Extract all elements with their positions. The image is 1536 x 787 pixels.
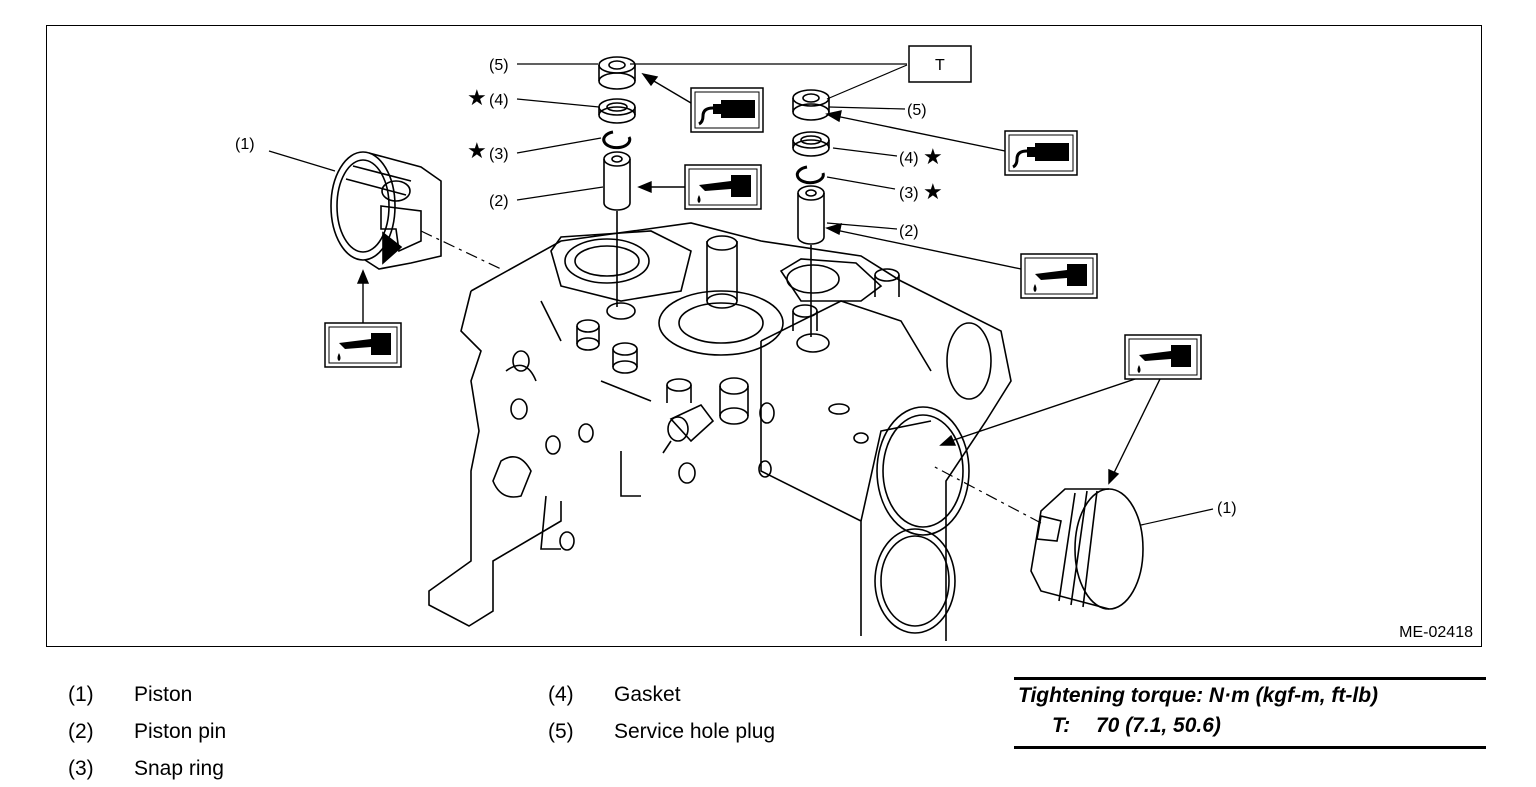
legend-text: Snap ring <box>134 757 224 780</box>
legend-text: Gasket <box>614 683 681 706</box>
callout-gasket-left: (4) <box>489 92 509 109</box>
service-hole-plug-left <box>598 56 636 90</box>
figure-id: ME-02418 <box>1399 624 1473 641</box>
oil-can-icon <box>324 322 402 368</box>
legend-number: (4) <box>548 683 574 706</box>
legend-text: Service hole plug <box>614 720 776 743</box>
callout-snap-right: (3) <box>899 185 919 202</box>
piston-left <box>330 151 442 270</box>
legend-number: (1) <box>68 683 94 706</box>
legend-item: (4) Gasket <box>548 676 775 713</box>
callout-pin-left: (2) <box>489 193 509 210</box>
torque-table: Tightening torque: N·m (kgf-m, ft-lb) T:… <box>1014 677 1486 749</box>
engine-block-diagram: T (5) ★ (4) ★ (3) (2) (1) (5) (4) ★ (3) … <box>235 45 1237 641</box>
callout-plug-right: (5) <box>907 102 927 119</box>
oil-can-icon <box>684 164 762 210</box>
torque-bottom-rule <box>1014 746 1486 749</box>
legend-text: Piston <box>134 683 193 706</box>
legend-number: (5) <box>548 720 574 743</box>
replace-star-snap-left: ★ <box>467 139 487 164</box>
replace-star-snap-right: ★ <box>923 180 943 205</box>
gasket-left <box>598 98 636 124</box>
callout-snap-left: (3) <box>489 146 509 163</box>
sealant-icon <box>1003 129 1079 177</box>
callout-gasket-right: (4) <box>899 150 919 167</box>
torque-ref-box <box>908 45 972 83</box>
piston-right <box>1030 488 1144 610</box>
legend-column-2: (4) Gasket (5) Service hole plug <box>548 676 775 750</box>
figure-frame: T (5) ★ (4) ★ (3) (2) (1) (5) (4) ★ (3) … <box>46 25 1482 647</box>
torque-key: T: <box>1052 714 1071 737</box>
torque-ref-label: T <box>935 57 945 74</box>
replace-star-gasket-left: ★ <box>467 86 487 111</box>
torque-top-rule <box>1014 677 1486 680</box>
torque-row: T: 70 (7.1, 50.6) <box>1014 712 1486 746</box>
service-hole-plug-right <box>792 89 830 121</box>
engine-block <box>428 222 1012 641</box>
piston-pin-left <box>603 151 631 307</box>
legend-item: (1) Piston <box>68 676 226 713</box>
snap-ring-right <box>795 165 825 185</box>
callout-plug-left: (5) <box>489 57 509 74</box>
legend-item: (2) Piston pin <box>68 713 226 750</box>
legend-number: (2) <box>68 720 94 743</box>
gasket-right <box>792 131 830 157</box>
legend-column-1: (1) Piston (2) Piston pin (3) Snap ring <box>68 676 226 787</box>
callout-pin-right: (2) <box>899 223 919 240</box>
piston-pin-right <box>797 185 825 337</box>
legend-text: Piston pin <box>134 720 227 743</box>
sealant-icon <box>689 86 765 134</box>
callout-piston-left: (1) <box>235 136 255 153</box>
oil-can-icon <box>1124 334 1202 380</box>
replace-star-gasket-right: ★ <box>923 145 943 170</box>
torque-value: 70 (7.1, 50.6) <box>1096 714 1221 737</box>
torque-heading: Tightening torque: N·m (kgf-m, ft-lb) <box>1018 684 1379 707</box>
snap-ring-left <box>602 130 632 150</box>
callout-piston-right: (1) <box>1217 500 1237 517</box>
oil-can-icon <box>1020 253 1098 299</box>
legend-item: (3) Snap ring <box>68 750 226 787</box>
legend-number: (3) <box>68 757 94 780</box>
pointer-arrows <box>356 72 1162 485</box>
leader-lines <box>268 63 1214 526</box>
legend-item: (5) Service hole plug <box>548 713 775 750</box>
